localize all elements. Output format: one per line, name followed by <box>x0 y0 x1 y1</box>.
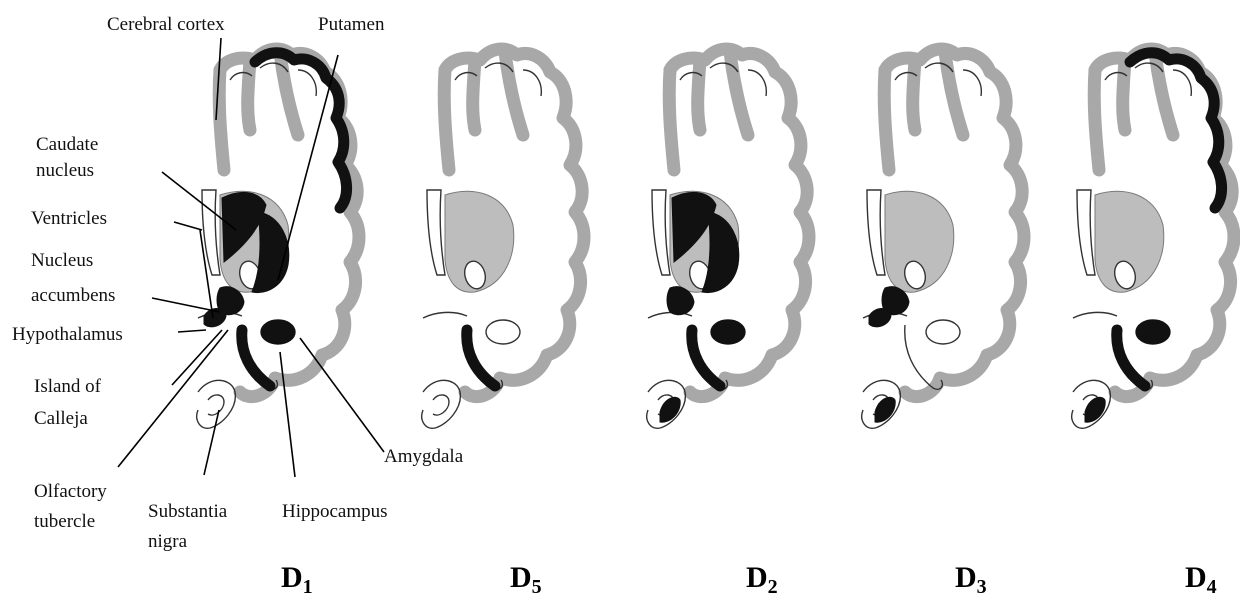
label-putamen: Putamen <box>318 14 385 35</box>
label-accumbens-1: Nucleus <box>31 250 93 271</box>
label-caudate-2: nucleus <box>36 160 94 181</box>
label-cerebral-cortex: Cerebral cortex <box>107 14 225 35</box>
highlight-substantia-nigra <box>875 397 895 422</box>
panel-label-2: D5 <box>510 561 542 596</box>
panel-label-3: D2 <box>746 561 778 596</box>
label-calleja-1: Island of <box>34 376 102 397</box>
label-caudate-1: Caudate <box>36 134 98 155</box>
panel-label-4: D3 <box>955 561 987 596</box>
label-ventricles: Ventricles <box>31 208 107 229</box>
panel-label-5: D4 <box>1185 561 1217 596</box>
highlight-amygdala <box>1136 320 1170 344</box>
panel-labels: D1 D5 D2 D3 D4 <box>281 561 1217 596</box>
section-outline <box>862 49 1024 428</box>
panel-label-1: D1 <box>281 561 313 596</box>
sections-group <box>197 49 1234 428</box>
label-substantia-1: Substantia <box>148 501 228 522</box>
highlight-amygdala <box>261 320 295 344</box>
label-calleja-2: Calleja <box>34 408 88 429</box>
label-olfactory-2: tubercle <box>34 511 95 532</box>
section-1 <box>197 49 359 428</box>
section-outline <box>422 49 584 428</box>
label-accumbens-2: accumbens <box>31 285 115 306</box>
label-hypothalamus: Hypothalamus <box>12 324 123 345</box>
label-amygdala: Amygdala <box>384 446 464 467</box>
highlight-substantia-nigra <box>660 397 680 422</box>
highlight-substantia-nigra <box>1085 397 1105 422</box>
section-3 <box>647 49 809 428</box>
section-2 <box>422 49 584 428</box>
label-substantia-2: nigra <box>148 531 188 552</box>
highlight-amygdala <box>711 320 745 344</box>
label-olfactory-1: Olfactory <box>34 481 107 502</box>
section-4 <box>862 49 1024 428</box>
section-5 <box>1072 49 1234 428</box>
label-hippocampus: Hippocampus <box>282 501 388 522</box>
highlight-olfactory <box>869 309 891 327</box>
